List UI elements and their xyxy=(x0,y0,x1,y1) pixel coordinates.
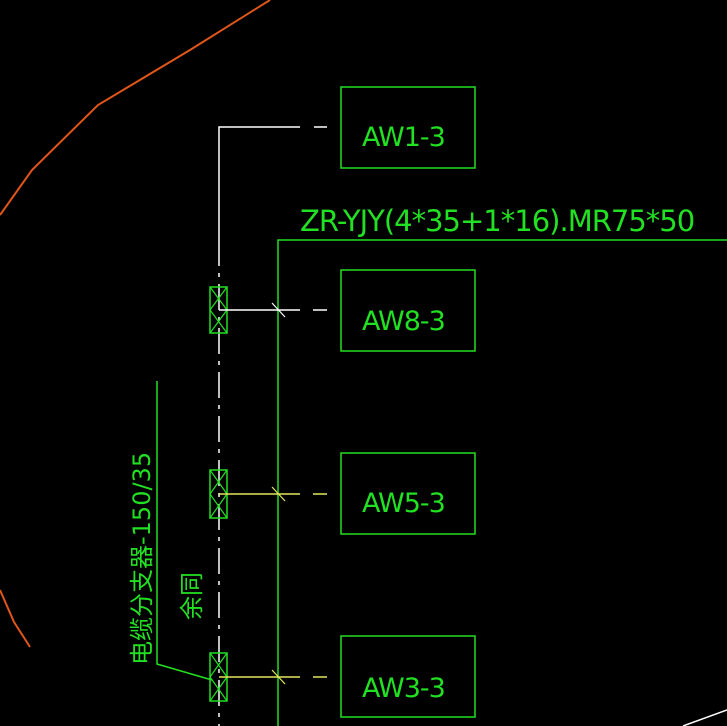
panel-aw5-3: AW5-3 xyxy=(340,452,476,535)
panel-aw1-3: AW1-3 xyxy=(340,86,476,169)
branch-connector-aw5 xyxy=(209,469,327,519)
panel-aw8-3: AW8-3 xyxy=(340,269,476,352)
panel-box xyxy=(340,86,476,169)
panel-box xyxy=(340,269,476,352)
branch-connector-aw3 xyxy=(209,652,327,702)
panel-label: AW5-3 xyxy=(362,488,445,519)
cable-spec-leader xyxy=(277,239,727,726)
panel-box xyxy=(340,452,476,535)
panel-label: AW8-3 xyxy=(362,306,445,337)
branch-note-line1: 电缆分支器-150/35 xyxy=(128,452,156,665)
feeder-line-aw1 xyxy=(218,126,300,240)
branch-note-line2: 余同 xyxy=(178,572,206,620)
panel-aw3-3: AW3-3 xyxy=(340,635,476,718)
panel-label: AW1-3 xyxy=(362,122,445,153)
panel-box xyxy=(340,635,476,718)
branch-connector-aw8 xyxy=(209,286,327,334)
note-leader-line xyxy=(156,381,213,681)
panel-label: AW3-3 xyxy=(362,673,445,704)
boundary-curve-top xyxy=(0,0,271,216)
cut-off-line xyxy=(682,709,727,726)
cable-spec-label: ZR-YJY(4*35+1*16).MR75*50 xyxy=(300,204,694,238)
boundary-curve-bottom xyxy=(0,589,31,648)
